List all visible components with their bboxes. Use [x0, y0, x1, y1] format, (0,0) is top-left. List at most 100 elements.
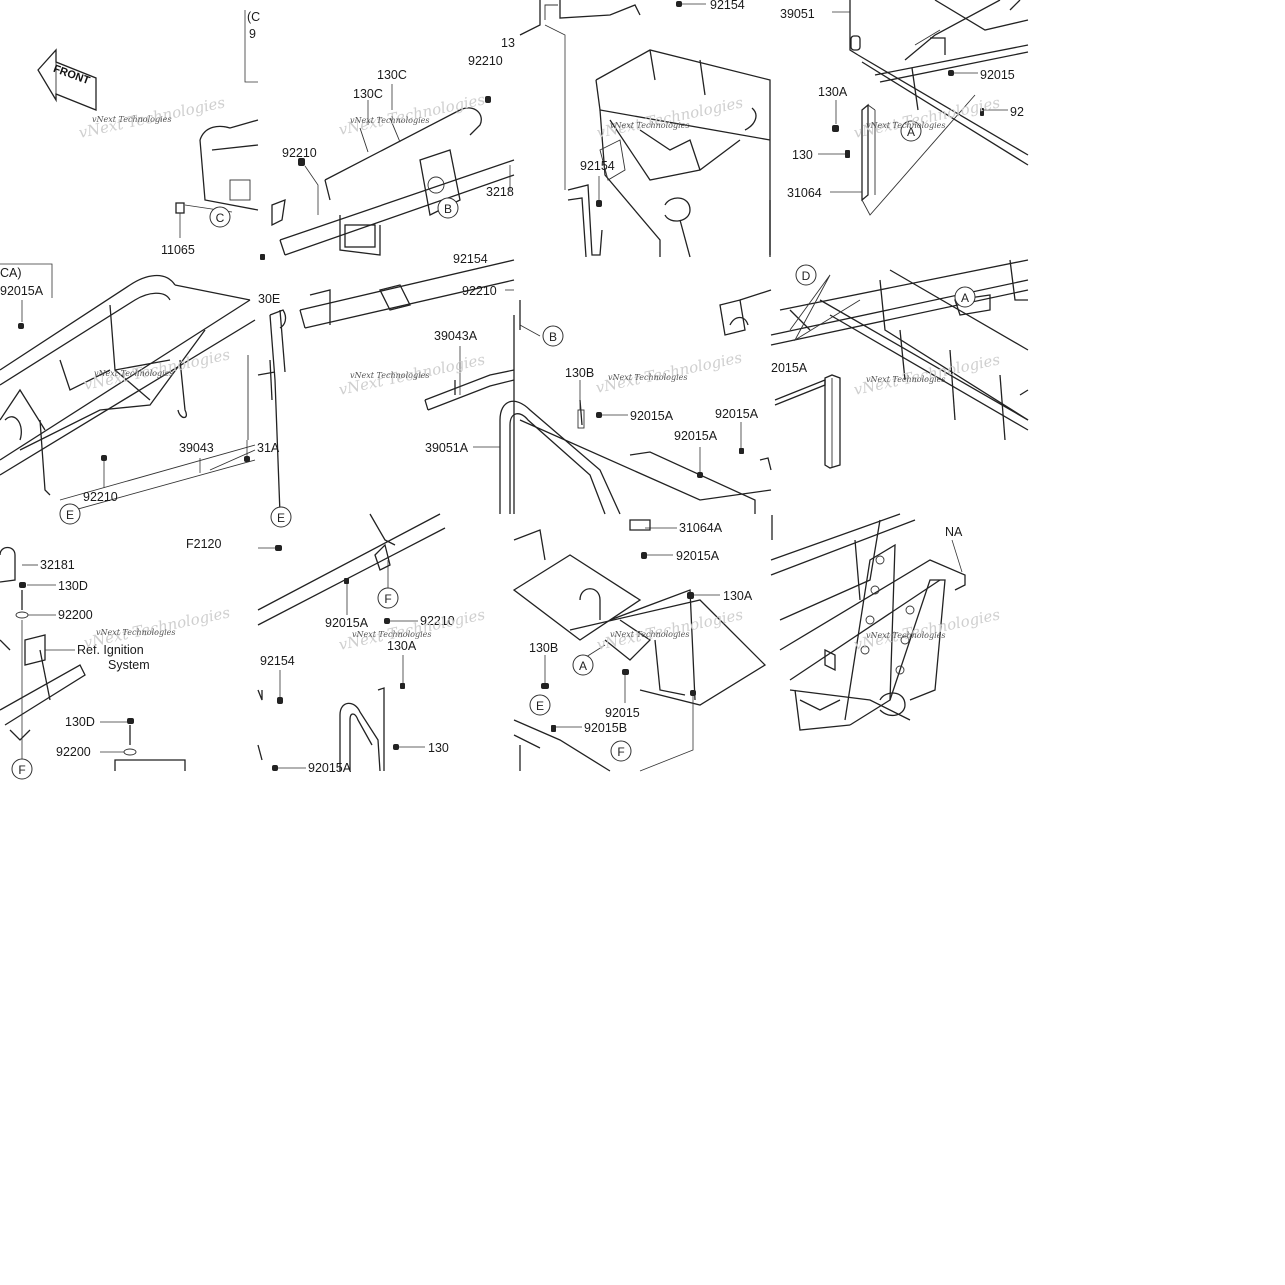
svg-text:vNext Technologies: vNext Technologies	[866, 375, 945, 384]
callout-f: F	[11, 758, 33, 780]
part-label: 92154	[453, 252, 488, 266]
svg-text:vNext Technologies: vNext Technologies	[866, 631, 945, 640]
part-label: 31064A	[679, 521, 723, 535]
callout-b: B	[542, 325, 564, 347]
svg-text:A: A	[579, 659, 587, 673]
part-label: 92015B	[584, 721, 627, 735]
svg-text:F: F	[617, 745, 624, 759]
part-label: 92210	[83, 490, 118, 504]
callout-f: F	[377, 587, 399, 609]
part-label: 13	[501, 36, 515, 50]
part-label: 92154	[710, 0, 745, 12]
watermark: vNext Technologies vNext Technologies	[82, 603, 232, 652]
reference-text-line1: Ref. Ignition	[77, 643, 144, 657]
part-label: 2015A	[771, 361, 808, 375]
watermark: vNext Technologies vNext Technologies	[595, 605, 745, 654]
svg-text:C: C	[216, 211, 225, 225]
part-label: 92015	[980, 68, 1015, 82]
watermark: vNext Technologies vNext Technologies	[77, 93, 227, 142]
svg-text:F: F	[384, 592, 391, 606]
callout-a: A	[900, 120, 922, 142]
part-label: 30E	[258, 292, 280, 306]
part-label: 92200	[58, 608, 93, 622]
svg-text:A: A	[961, 291, 969, 305]
svg-text:vNext Technologies: vNext Technologies	[352, 630, 431, 639]
part-label: 92015	[605, 706, 640, 720]
callout-e: E	[270, 506, 292, 528]
part-label: 92015A	[674, 429, 718, 443]
part-label: 92015A	[0, 284, 44, 298]
part-label: 92210	[462, 284, 497, 298]
callout-a: A	[572, 654, 594, 676]
part-label: 92200	[56, 745, 91, 759]
part-label: 39051A	[425, 441, 469, 455]
part-label: 92154	[580, 159, 615, 173]
part-label: 130D	[58, 579, 88, 593]
svg-text:vNext Technologies: vNext Technologies	[350, 116, 429, 125]
part-label: 92154	[260, 654, 295, 668]
part-label: 130B	[565, 366, 594, 380]
watermark: vNext Technologies vNext Technologies	[852, 605, 1002, 654]
watermark: vNext Technologies vNext Technologies	[82, 345, 232, 394]
callout-f: F	[610, 740, 632, 762]
part-label: (C	[247, 10, 260, 24]
svg-text:E: E	[277, 511, 285, 525]
svg-text:F: F	[18, 763, 25, 777]
callout-d: D	[795, 264, 817, 286]
part-label: 92210	[468, 54, 503, 68]
svg-text:vNext Technologies: vNext Technologies	[350, 371, 429, 380]
part-label: 39051	[780, 7, 815, 21]
part-label: 92210	[420, 614, 455, 628]
part-label: 39043A	[434, 329, 478, 343]
part-label: 31064	[787, 186, 822, 200]
part-label: 130B	[529, 641, 558, 655]
svg-text:vNext Technologies: vNext Technologies	[852, 605, 1002, 654]
svg-text:vNext Technologies: vNext Technologies	[92, 115, 171, 124]
part-label: 130C	[377, 68, 407, 82]
front-arrow-label: FRONT	[52, 63, 92, 87]
part-label: 9	[249, 27, 256, 41]
reference-text-line2: System	[108, 658, 150, 672]
callout-b: B	[437, 197, 459, 219]
watermark: vNext Technologies vNext Technologies	[337, 350, 487, 399]
part-label: 39043	[179, 441, 214, 455]
part-label: 92015A	[715, 407, 759, 421]
svg-text:E: E	[66, 508, 74, 522]
svg-text:vNext Technologies: vNext Technologies	[608, 373, 687, 382]
part-label: CA)	[0, 266, 22, 280]
part-label: 3218	[486, 185, 514, 199]
part-label: 130	[428, 741, 449, 755]
part-label: 92015A	[325, 616, 369, 630]
part-label: 92	[1010, 105, 1024, 119]
svg-text:E: E	[536, 699, 544, 713]
svg-text:vNext Technologies: vNext Technologies	[866, 121, 945, 130]
svg-text:B: B	[444, 202, 452, 216]
part-label: 31A	[257, 441, 280, 455]
part-label: 130D	[65, 715, 95, 729]
part-label: 130A	[387, 639, 417, 653]
svg-text:vNext Technologies: vNext Technologies	[94, 369, 173, 378]
watermark: vNext Technologies vNext Technologies	[594, 348, 744, 397]
svg-text:vNext Technologies: vNext Technologies	[610, 121, 689, 130]
part-label: 11065	[161, 243, 195, 257]
figure-code: F2120	[186, 537, 221, 551]
callout-e: E	[59, 503, 81, 525]
part-label: 92015A	[308, 761, 352, 775]
svg-text:A: A	[907, 125, 915, 139]
svg-text:vNext Technologies: vNext Technologies	[595, 93, 745, 142]
part-label: 92210	[282, 146, 317, 160]
svg-text:vNext Technologies: vNext Technologies	[96, 628, 175, 637]
part-label: 130A	[723, 589, 753, 603]
callout-e: E	[529, 694, 551, 716]
watermark: vNext Technologies vNext Technologies	[595, 93, 745, 142]
callout-c: C	[209, 206, 231, 228]
part-label: 32181	[40, 558, 75, 572]
part-label: 130	[792, 148, 813, 162]
svg-text:vNext Technologies: vNext Technologies	[610, 630, 689, 639]
callout-a: A	[954, 286, 976, 308]
svg-text:D: D	[802, 269, 811, 283]
front-arrow: FRONT	[37, 48, 97, 111]
part-label: 92015A	[676, 549, 720, 563]
part-label: NA	[945, 525, 963, 539]
